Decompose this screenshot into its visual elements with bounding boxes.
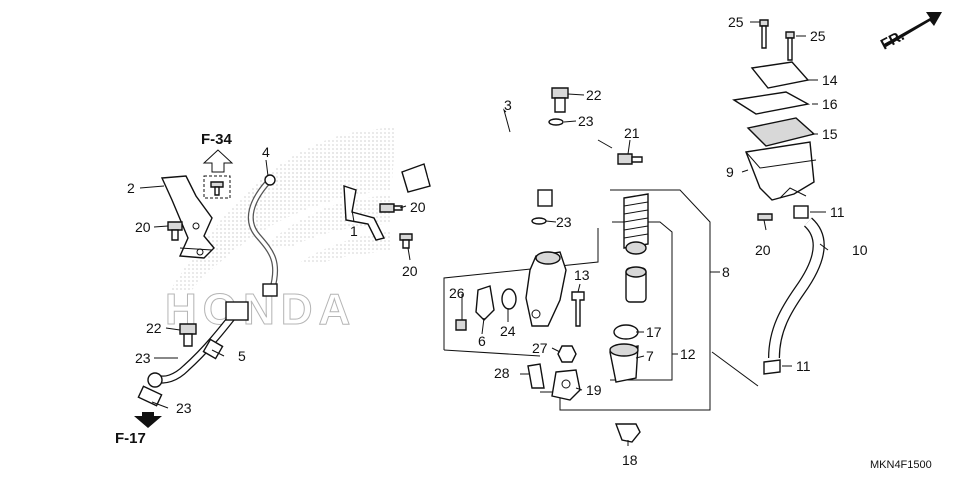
callout-22a: 22 — [586, 87, 602, 103]
callout-16: 16 — [822, 96, 838, 112]
part-5-hose — [137, 301, 249, 407]
hose-lead — [711, 351, 759, 387]
callout-6: 6 — [478, 333, 486, 349]
ref-f34: F-34 — [201, 131, 233, 148]
pin-18 — [614, 423, 641, 443]
callout-8: 8 — [722, 264, 730, 280]
switch-13 — [571, 291, 585, 327]
part-2-bracket — [160, 175, 215, 259]
callout-20d: 20 — [755, 242, 771, 258]
bolt-26 — [455, 319, 467, 331]
callout-23a: 23 — [578, 113, 594, 129]
callout-20c: 20 — [402, 263, 418, 279]
callout-20a: 20 — [135, 219, 151, 235]
screw-25a — [759, 19, 769, 49]
callout-19: 19 — [586, 382, 602, 398]
part-10-hose — [768, 217, 825, 359]
leader-lines — [139, 21, 829, 446]
nut-27 — [557, 345, 577, 363]
callout-20b: 20 — [410, 199, 426, 215]
cup — [625, 241, 647, 255]
bolt-22-top — [551, 87, 569, 113]
callout-17: 17 — [646, 324, 662, 340]
callout-12: 12 — [680, 346, 696, 362]
bolt-20-right — [757, 213, 773, 221]
callout-14: 14 — [822, 72, 838, 88]
joint-6 — [475, 285, 495, 321]
diagram-code: MKN4F1500 — [870, 459, 932, 471]
screw-25b — [785, 31, 795, 61]
up-arrow-icon — [202, 149, 234, 173]
callout-5: 5 — [238, 348, 246, 364]
bolt-21 — [617, 153, 643, 165]
callout-3: 3 — [504, 97, 512, 113]
callout-25a: 25 — [728, 14, 744, 30]
callout-2: 2 — [127, 180, 135, 196]
callout-7: 7 — [646, 348, 654, 364]
callout-26: 26 — [449, 285, 465, 301]
callout-10: 10 — [852, 242, 868, 258]
front-marker: FR. — [878, 27, 907, 53]
callout-4: 4 — [262, 144, 270, 160]
callout-1: 1 — [350, 223, 358, 239]
callout-23b: 23 — [556, 214, 572, 230]
spring-kit — [623, 193, 649, 249]
boot-7 — [609, 343, 639, 383]
f34-bolt-box — [203, 175, 231, 199]
callout-9: 9 — [726, 164, 734, 180]
down-arrow-icon — [134, 412, 162, 428]
plate-16 — [732, 91, 811, 115]
part-4-hose — [247, 174, 279, 297]
front-arrow-icon — [884, 12, 942, 47]
honda-wing-logo — [170, 128, 395, 290]
bolt-20-left — [167, 221, 183, 241]
callout-28: 28 — [494, 365, 510, 381]
clamp-11-lower — [763, 359, 781, 375]
callout-24: 24 — [500, 323, 516, 339]
callout-11a: 11 — [830, 204, 845, 220]
washer-23-top — [548, 118, 564, 126]
piston — [625, 266, 647, 303]
master-cylinder — [525, 251, 567, 327]
ring-17 — [613, 324, 639, 340]
diaphragm-15 — [746, 117, 816, 147]
clamp-11-upper — [793, 205, 809, 219]
bolt-20-mid — [379, 203, 403, 213]
callout-25b: 25 — [810, 28, 826, 44]
oring-24 — [501, 288, 517, 310]
callout-22b: 22 — [146, 320, 162, 336]
bolt-20-lower — [399, 233, 413, 249]
clevis-19 — [551, 369, 581, 401]
clip-28 — [527, 363, 545, 389]
washer-23-mid — [531, 217, 547, 225]
callout-13: 13 — [574, 267, 590, 283]
reservoir-9 — [745, 141, 817, 201]
callout-15: 15 — [822, 126, 838, 142]
callout-23c: 23 — [135, 350, 151, 366]
ref-f17: F-17 — [115, 430, 146, 447]
part-3-hose — [401, 125, 569, 207]
callout-18: 18 — [622, 452, 638, 468]
bolt-22-left — [179, 323, 197, 347]
part-1-bracket — [343, 185, 386, 241]
callout-23d: 23 — [176, 400, 192, 416]
callout-21: 21 — [624, 125, 640, 141]
small-bolt-icon — [210, 181, 224, 196]
callout-27: 27 — [532, 340, 548, 356]
cap-14 — [750, 61, 810, 89]
callout-11b: 11 — [796, 358, 811, 374]
